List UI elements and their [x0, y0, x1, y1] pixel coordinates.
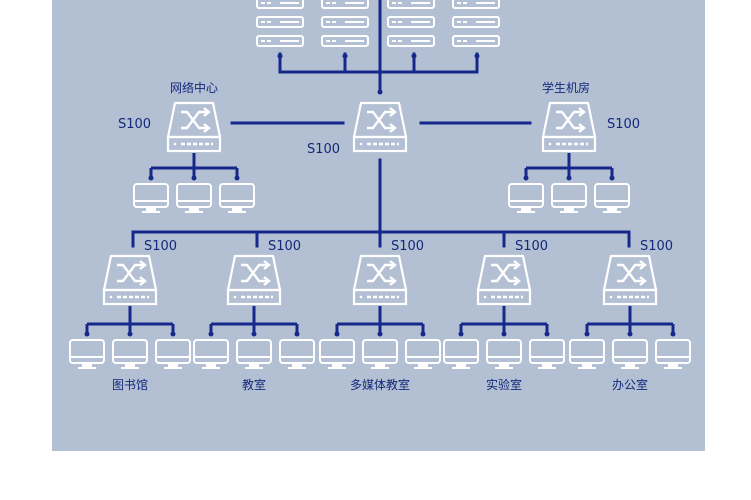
desktop-monitor-icon [279, 339, 315, 370]
desktop-monitor-icon [529, 339, 565, 370]
branch-area-label: 实验室 [486, 377, 522, 392]
network-switch-icon [352, 101, 408, 153]
model-label-right: S100 [607, 117, 640, 132]
desktop-monitor-icon [362, 339, 398, 370]
desktop-monitor-icon [236, 339, 272, 370]
desktop-monitor-icon [405, 339, 441, 370]
branch-area-label: 多媒体教室 [350, 377, 410, 392]
branch-switch-2 [193, 254, 315, 370]
desktop-monitor-icon [508, 183, 544, 214]
branch-switch-row [69, 254, 691, 370]
fanout-lines [335, 306, 425, 334]
branch-switch-5 [569, 254, 691, 370]
branch-area-label: 教室 [242, 377, 266, 392]
network-switch-icon [352, 254, 408, 306]
fanout-lines [209, 306, 299, 334]
desktop-monitor-icon [319, 339, 355, 370]
network-switch-icon [541, 101, 597, 153]
branch-model-label: S100 [515, 239, 548, 254]
core-switch [352, 101, 408, 153]
server-rack-icon [257, 0, 303, 46]
fanout-lines [149, 153, 239, 178]
desktop-monitor-icon [193, 339, 229, 370]
desktop-monitor-icon [176, 183, 212, 214]
desktop-monitor-icon [594, 183, 630, 214]
network-switch-icon [602, 254, 658, 306]
desktop-monitor-icon [569, 339, 605, 370]
fanout-lines [585, 306, 675, 334]
branch-switch-1 [69, 254, 191, 370]
desktop-monitor-icon [112, 339, 148, 370]
area-label-student-lab: 学生机房 [542, 80, 590, 95]
branch-model-label: S100 [268, 239, 301, 254]
fanout-lines [85, 306, 175, 334]
branch-switch-3 [319, 254, 441, 370]
desktop-monitor-icon [612, 339, 648, 370]
branch-model-label: S100 [144, 239, 177, 254]
branch-switch-4 [443, 254, 565, 370]
server-rack-icon [388, 0, 434, 46]
model-label-core: S100 [307, 142, 340, 157]
branch-area-label: 办公室 [612, 377, 648, 392]
server-rack-icon [322, 0, 368, 46]
desktop-monitor-icon [155, 339, 191, 370]
upper-switch-row [133, 101, 630, 214]
desktop-monitor-icon [655, 339, 691, 370]
network-switch-icon [476, 254, 532, 306]
server-rack-icon [453, 0, 499, 46]
network-switch-icon [102, 254, 158, 306]
server-cluster [257, 0, 499, 46]
fanout-lines [459, 306, 549, 334]
fanout-lines [524, 153, 614, 178]
student-lab-switch [508, 101, 630, 214]
branch-model-label: S100 [640, 239, 673, 254]
desktop-monitor-icon [219, 183, 255, 214]
branch-model-label: S100 [391, 239, 424, 254]
desktop-monitor-icon [486, 339, 522, 370]
desktop-monitor-icon [69, 339, 105, 370]
branch-area-label: 图书馆 [112, 377, 148, 392]
area-label-network-center: 网络中心 [170, 80, 218, 95]
network-switch-icon [166, 101, 222, 153]
desktop-monitor-icon [133, 183, 169, 214]
model-label-left: S100 [118, 117, 151, 132]
desktop-monitor-icon [443, 339, 479, 370]
desktop-monitor-icon [551, 183, 587, 214]
network-switch-icon [226, 254, 282, 306]
network-center-switch [133, 101, 255, 214]
